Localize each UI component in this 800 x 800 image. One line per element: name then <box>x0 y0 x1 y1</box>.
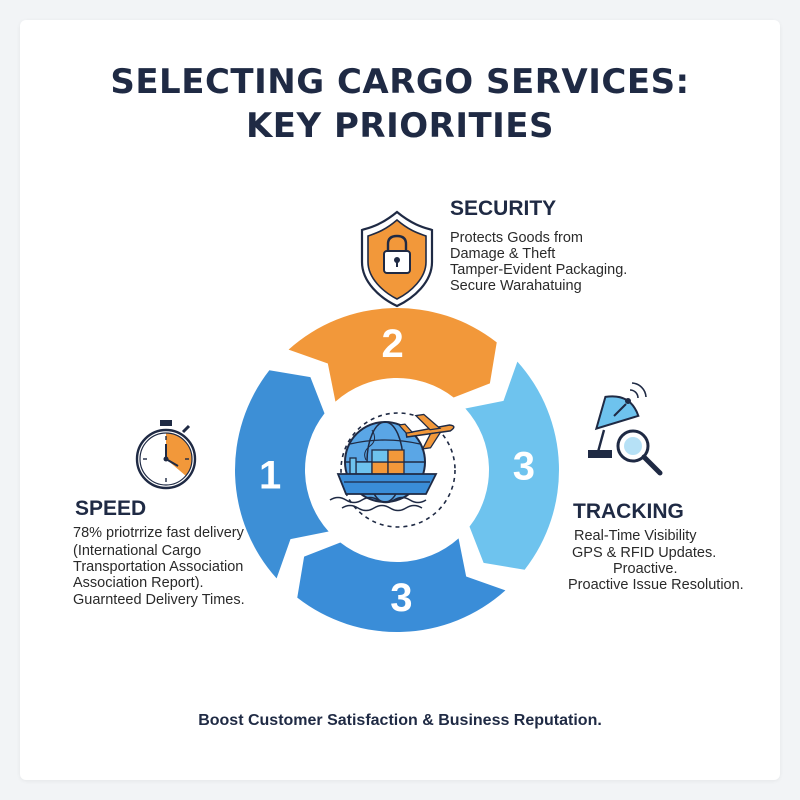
footer-tagline: Boost Customer Satisfaction & Business R… <box>198 712 602 729</box>
cycle-segment-3 <box>465 361 559 570</box>
cycle-segment-number: 2 <box>381 322 403 366</box>
speed-text-line: Transportation Association <box>73 559 244 575</box>
speed-heading: SPEED <box>75 497 147 520</box>
tracking-text-line: Real-Time Visibility <box>574 528 697 544</box>
speed-text-line: 78% priotrrize fast delivery <box>73 525 244 541</box>
cycle-segment-1 <box>235 370 329 579</box>
tracking-heading: TRACKING <box>573 500 684 523</box>
infographic-card <box>20 20 780 780</box>
tracking-text-line: GPS & RFID Updates. <box>572 545 717 561</box>
cycle-segments <box>235 308 559 632</box>
cycle-segment-4 <box>297 538 506 632</box>
page-title-line-1: SELECTING CARGO SERVICES: <box>110 62 690 102</box>
speed-text-line: (International Cargo <box>73 543 202 559</box>
globe-ship-plane-icon <box>329 412 456 528</box>
cycle-segment-number: 3 <box>513 445 535 489</box>
satellite-magnifier-icon <box>588 382 663 476</box>
security-text-line: Tamper-Evident Packaging. <box>450 262 628 278</box>
cycle-segment-number: 1 <box>259 453 281 497</box>
speed-text-line: Association Report). <box>73 575 204 591</box>
page-title-line-2: KEY PRIORITIES <box>245 106 555 146</box>
cycle-segment-2 <box>288 308 497 402</box>
tracking-text-line: Proactive Issue Resolution. <box>568 577 744 593</box>
cycle-segment-numbers: 1 2 3 3 <box>259 322 535 620</box>
shield-lock-icon <box>360 210 434 308</box>
speed-text-line: Guarnteed Delivery Times. <box>73 592 245 608</box>
stopwatch-icon <box>135 420 197 490</box>
cycle-segment-number: 3 <box>390 576 412 620</box>
security-text-line: Protects Goods from <box>450 230 583 246</box>
security-heading: SECURITY <box>450 197 557 220</box>
security-text-line: Damage & Theft <box>450 246 556 262</box>
tracking-text-line: Proactive. <box>613 561 678 577</box>
security-text-line: Secure Warahatuing <box>450 278 582 294</box>
